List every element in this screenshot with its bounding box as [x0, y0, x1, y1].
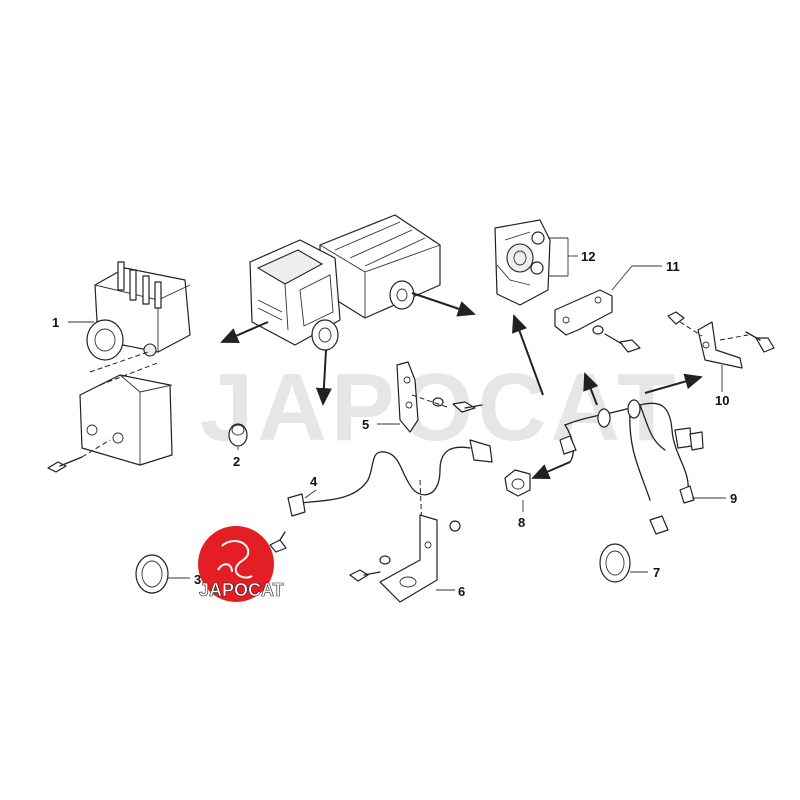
callout-11: 11	[666, 259, 680, 274]
callout-8: 8	[518, 515, 525, 530]
harness-arrows	[512, 314, 703, 479]
callout-leaders	[68, 237, 726, 591]
callout-2: 2	[233, 454, 240, 469]
bracket-part-10	[667, 311, 775, 369]
valve-assembly-part	[494, 219, 551, 306]
japocat-logo: JAPOCAT	[198, 526, 284, 602]
abs-modulator-part	[47, 261, 191, 473]
callout-10: 10	[715, 393, 729, 408]
sensor-ring-left-part	[135, 554, 169, 594]
sensor-harness-part	[287, 439, 493, 531]
grommet-part	[228, 423, 248, 447]
truck-illustration	[249, 214, 441, 351]
callout-9: 9	[730, 491, 737, 506]
callout-5: 5	[362, 417, 369, 432]
logo-text: JAPOCAT	[199, 580, 284, 600]
logo-side-bolt	[269, 531, 287, 553]
truck-arrows	[220, 292, 476, 406]
callout-12: 12	[581, 249, 595, 264]
callout-4: 4	[310, 474, 318, 489]
bracket-part-6	[349, 514, 461, 603]
bracket-part-11	[554, 289, 641, 353]
sensor-ring-right-part	[599, 543, 631, 583]
callout-3: 3	[194, 572, 201, 587]
main-harness-part	[504, 399, 704, 535]
callout-6: 6	[458, 584, 465, 599]
callout-7: 7	[653, 565, 660, 580]
watermark-text: JAPOCAT	[200, 354, 680, 461]
bracket-part-5	[396, 361, 483, 433]
callout-1: 1	[52, 315, 59, 330]
